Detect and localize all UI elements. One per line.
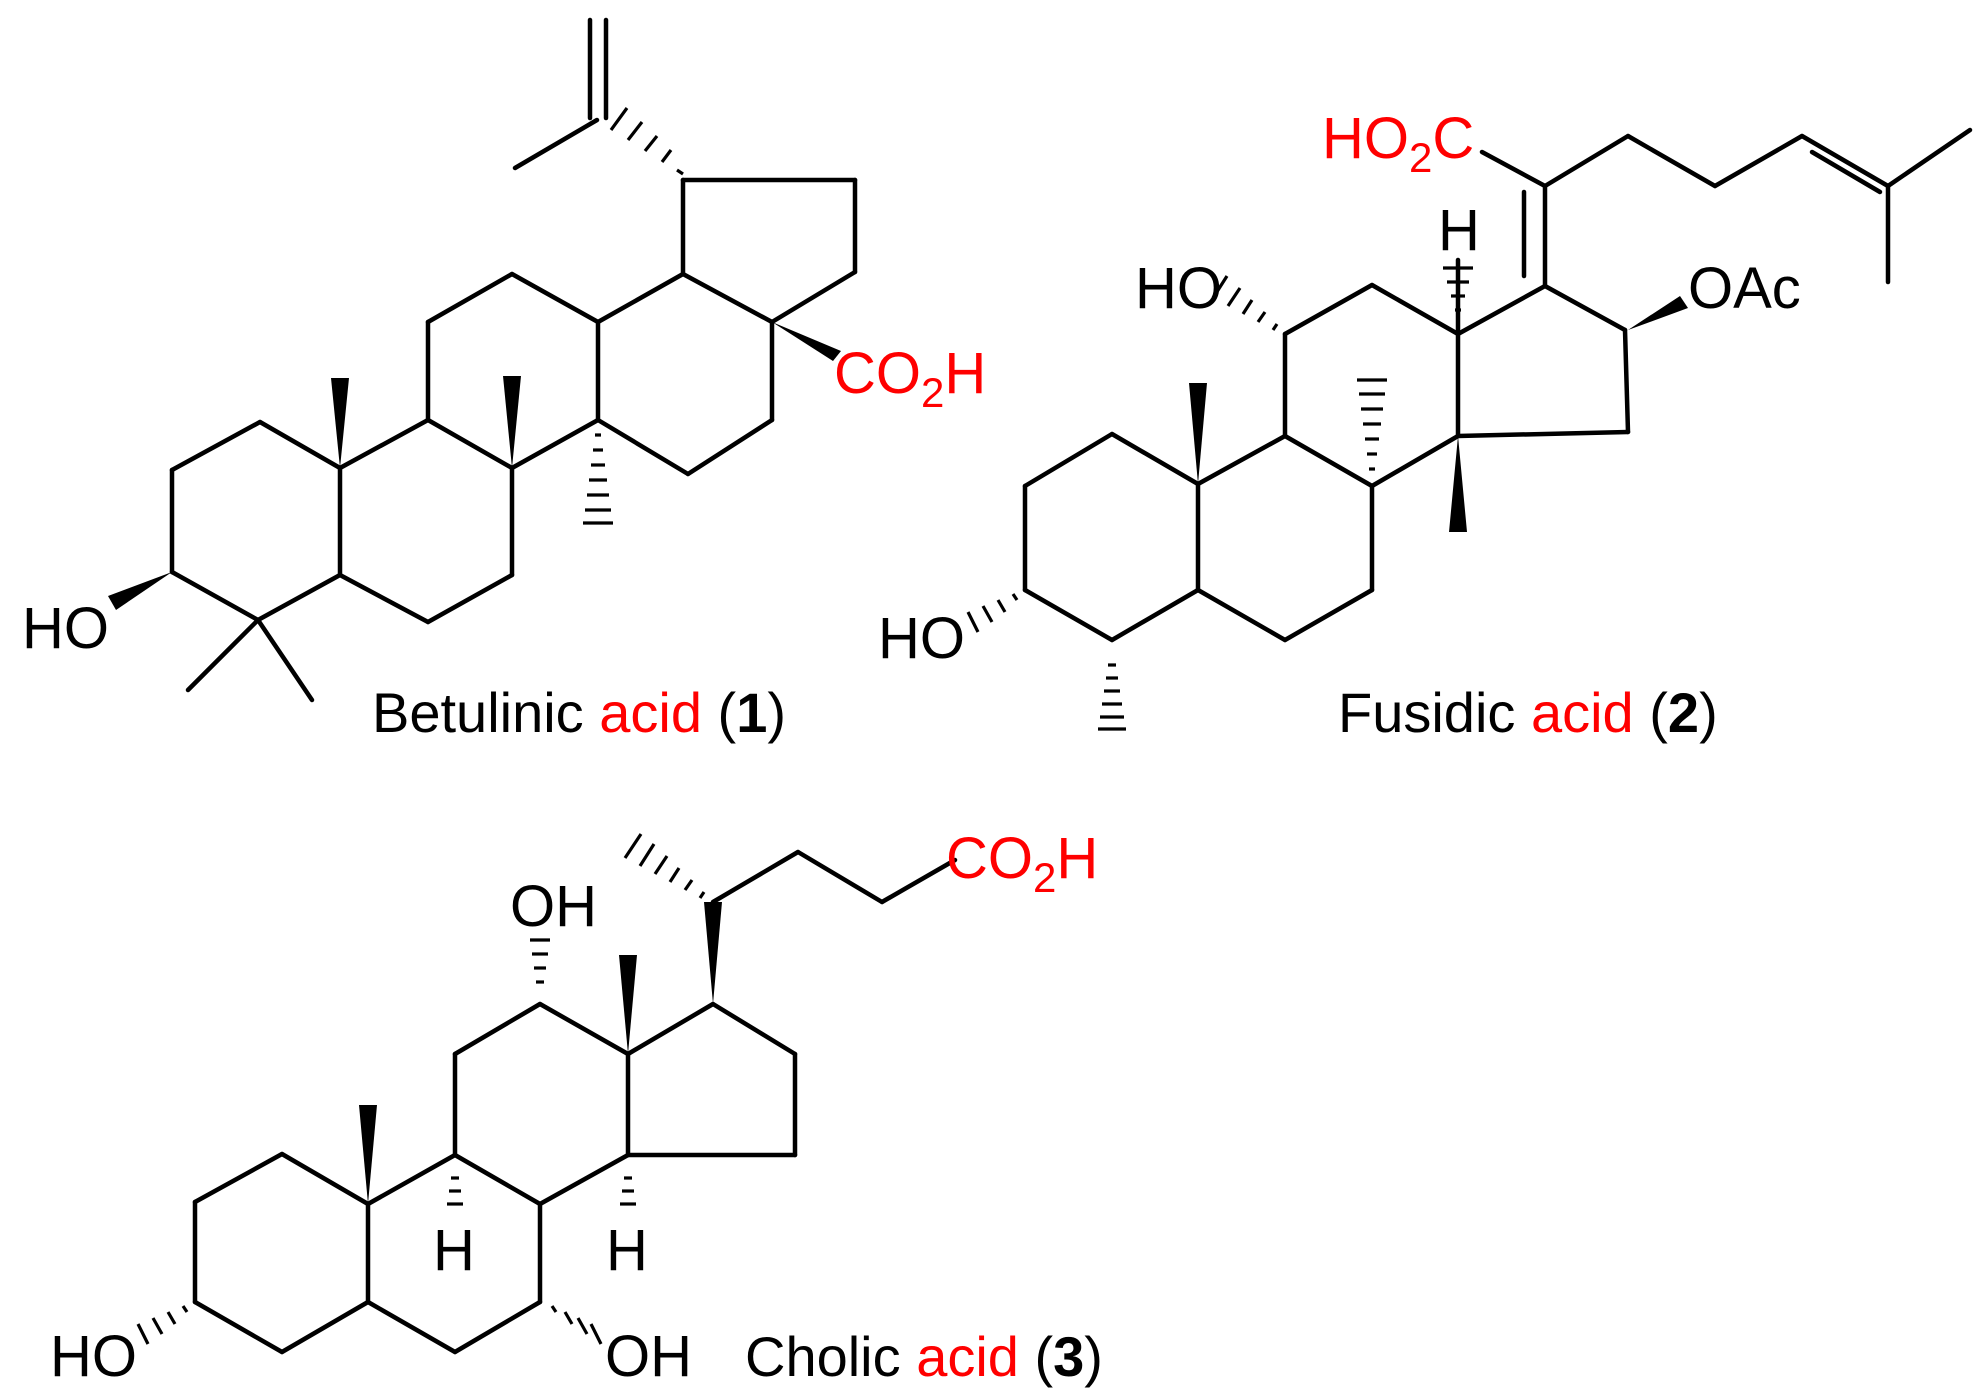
betulinic-carboxyl-label: CO2H [834, 341, 986, 416]
cholic-carboxyl-label: CO2H [946, 826, 1098, 901]
cholic-caption: Cholic acid (3) [745, 1325, 1103, 1388]
betulinic-skeleton-bonds [169, 17, 858, 703]
molecule-fusidic-acid: HO2C H HO OAc HO Fusidic acid (2) [878, 106, 1973, 744]
fusidic-skeleton-bonds [1022, 127, 1973, 643]
cholic-skeleton-bonds [192, 849, 958, 1355]
cholic-stereo-bonds [136, 833, 722, 1345]
cholic-hydrogen-14-label: H [606, 1218, 648, 1283]
cholic-hydroxyl-3-label: HO [50, 1324, 137, 1389]
cholic-hydroxyl-12-label: OH [510, 874, 597, 939]
fusidic-caption: Fusidic acid (2) [1338, 681, 1718, 744]
cholic-hydroxyl-7-label: OH [605, 1324, 692, 1389]
fusidic-hydrogen-label: H [1438, 198, 1480, 263]
betulinic-caption: Betulinic acid (1) [372, 681, 786, 744]
fusidic-hydroxyl-11-label: HO [1135, 256, 1222, 321]
cholic-hydrogen-9-label: H [433, 1218, 475, 1283]
molecule-cholic-acid: CO2H OH H H HO OH Cholic acid (3) [50, 826, 1103, 1389]
fusidic-stereo-bonds [966, 266, 1688, 731]
fusidic-hydroxyl-3-label: HO [878, 606, 965, 671]
betulinic-stereo-bonds [108, 107, 841, 610]
fusidic-acetoxy-label: OAc [1688, 256, 1801, 321]
betulinic-hydroxyl-label: HO [22, 596, 109, 661]
fusidic-carboxyl-label: HO2C [1322, 106, 1474, 181]
molecule-betulinic-acid: CO2H HO Betulinic acid (1) [22, 17, 986, 744]
